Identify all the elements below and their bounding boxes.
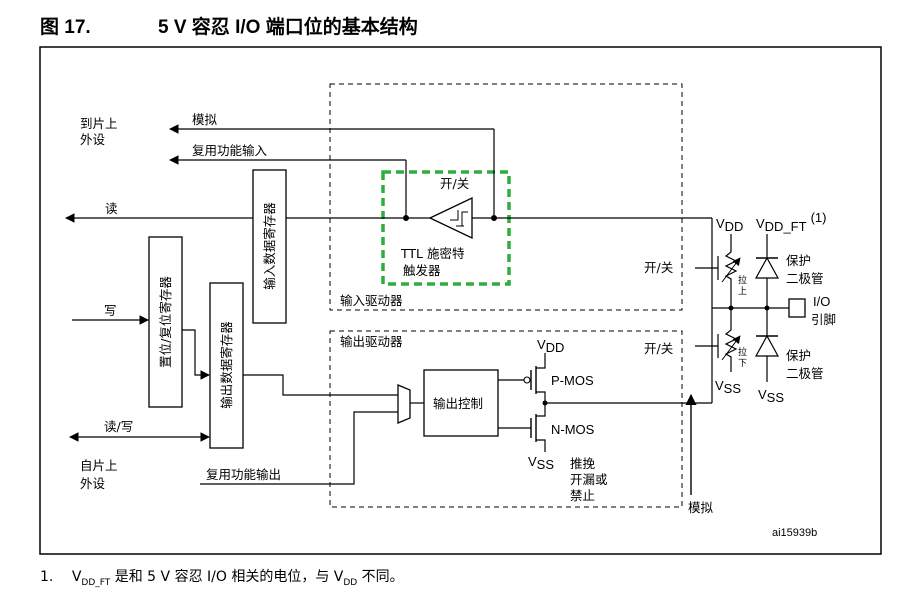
pmos-drain — [536, 353, 546, 369]
io-pin-label-2: 引脚 — [811, 312, 836, 327]
push-pull-line3: 禁止 — [570, 488, 595, 503]
nmos-drain — [536, 403, 546, 417]
node-input-right — [491, 215, 497, 221]
set-reset-register — [148, 236, 183, 408]
schmitt-onoff: 开/关 — [440, 176, 469, 191]
footnote-vdd-sub: DD — [343, 577, 358, 588]
figure-title: 图 17. 5 V 容忍 I/O 端口位的基本结构 — [40, 12, 418, 39]
output-driver-label: 输出驱动器 — [340, 334, 403, 349]
input-driver-box — [329, 83, 683, 311]
footnote-vdd: VDD_FT — [71, 569, 111, 588]
diode-top-label-2: 二极管 — [786, 271, 824, 286]
schmitt-label-line1: TTL 施密特 — [400, 246, 465, 261]
read-write-label: 读/写 — [104, 419, 133, 434]
figure-label: 图 17. — [40, 17, 91, 38]
output-data-register-label: 输出数据寄存器 — [219, 321, 234, 409]
pullup-label-1: 拉 — [738, 274, 747, 286]
nmos-label: N-MOS — [551, 422, 595, 437]
schmitt-highlight — [381, 170, 511, 286]
output-data-register — [209, 282, 244, 449]
vdd-pmos: VDD — [537, 337, 564, 355]
input-driver-label: 输入驱动器 — [340, 293, 403, 308]
vss-nmos: VSS — [528, 454, 554, 472]
pulldown-label-1: 拉 — [738, 346, 747, 358]
pulldown-label-2: 下 — [738, 359, 747, 369]
vdd-ft-label: VDD_FT(1) — [756, 210, 826, 234]
footnote: 1. VDD_FT 是和 5 V 容忍 I/O 相关的电位，与 VDD 不同。 — [40, 566, 404, 588]
outer-frame — [39, 46, 882, 555]
alt-output-label: 复用功能输出 — [206, 467, 281, 482]
to-onchip-line2: 外设 — [80, 132, 106, 147]
node-mos-out — [542, 400, 548, 406]
alt-input-label: 复用功能输入 — [192, 143, 268, 158]
footnote-suffix: 不同。 — [357, 569, 404, 585]
schmitt-trigger — [428, 196, 473, 240]
pulldown-onoff: 开/关 — [644, 341, 673, 356]
pullup-onoff: 开/关 — [644, 260, 673, 275]
push-pull-line1: 推挽 — [570, 456, 596, 471]
output-mux — [397, 384, 411, 424]
read-label: 读 — [105, 201, 118, 216]
protection-diode-bottom — [754, 334, 780, 357]
to-onchip-line1: 到片上 — [80, 116, 118, 131]
diode-bottom-label-1: 保护 — [786, 348, 811, 363]
nmos-source — [536, 439, 546, 452]
pullup-label-2: 上 — [738, 286, 747, 297]
figure-title-text: 5 V 容忍 I/O 端口位的基本结构 — [158, 17, 418, 38]
alt-output-wire — [200, 411, 398, 485]
pulldown-resistor — [724, 308, 738, 372]
setreset-to-odr-wire — [182, 329, 210, 380]
footnote-text: 是和 5 V 容忍 I/O 相关的电位，与 V — [110, 569, 344, 585]
pmos-source — [536, 391, 546, 403]
push-pull-line2: 开漏或 — [570, 472, 608, 487]
pmos-label: P-MOS — [551, 373, 594, 388]
protection-diode-top — [754, 256, 780, 279]
odr-to-mux-wire — [243, 374, 398, 396]
pmos-bubble — [523, 376, 531, 384]
vdd-pullup: VDD — [716, 216, 743, 234]
hysteresis-icon — [450, 210, 468, 227]
write-label: 写 — [104, 303, 117, 318]
analog-bottom-label: 模拟 — [688, 500, 714, 515]
io-pin — [788, 298, 806, 318]
io-pin-label-1: I/O — [813, 294, 830, 309]
schmitt-label-line2: 触发器 — [403, 263, 441, 278]
pulldown-arrow — [721, 335, 741, 361]
footnote-number: 1. — [40, 569, 54, 585]
set-reset-register-label: 置位/复位寄存器 — [158, 276, 173, 368]
output-control-block — [423, 369, 499, 437]
from-onchip-line2: 外设 — [80, 476, 106, 491]
input-data-register-label: 输入数据寄存器 — [262, 202, 277, 290]
pullup-resistor — [724, 248, 738, 308]
input-data-register — [252, 169, 287, 324]
from-onchip-line1: 自片上 — [80, 458, 118, 473]
diode-bottom-label-2: 二极管 — [786, 366, 824, 381]
diode-top-label-1: 保护 — [786, 253, 811, 268]
node-input-left — [403, 215, 409, 221]
output-driver-box — [329, 330, 683, 508]
analog-top-label: 模拟 — [192, 112, 218, 127]
output-control-label: 输出控制 — [433, 396, 483, 411]
vss-pulldown: VSS — [715, 378, 741, 396]
vss-diode: VSS — [758, 387, 784, 405]
ref-id: ai15939b — [772, 527, 817, 539]
pullup-arrow — [721, 257, 741, 283]
